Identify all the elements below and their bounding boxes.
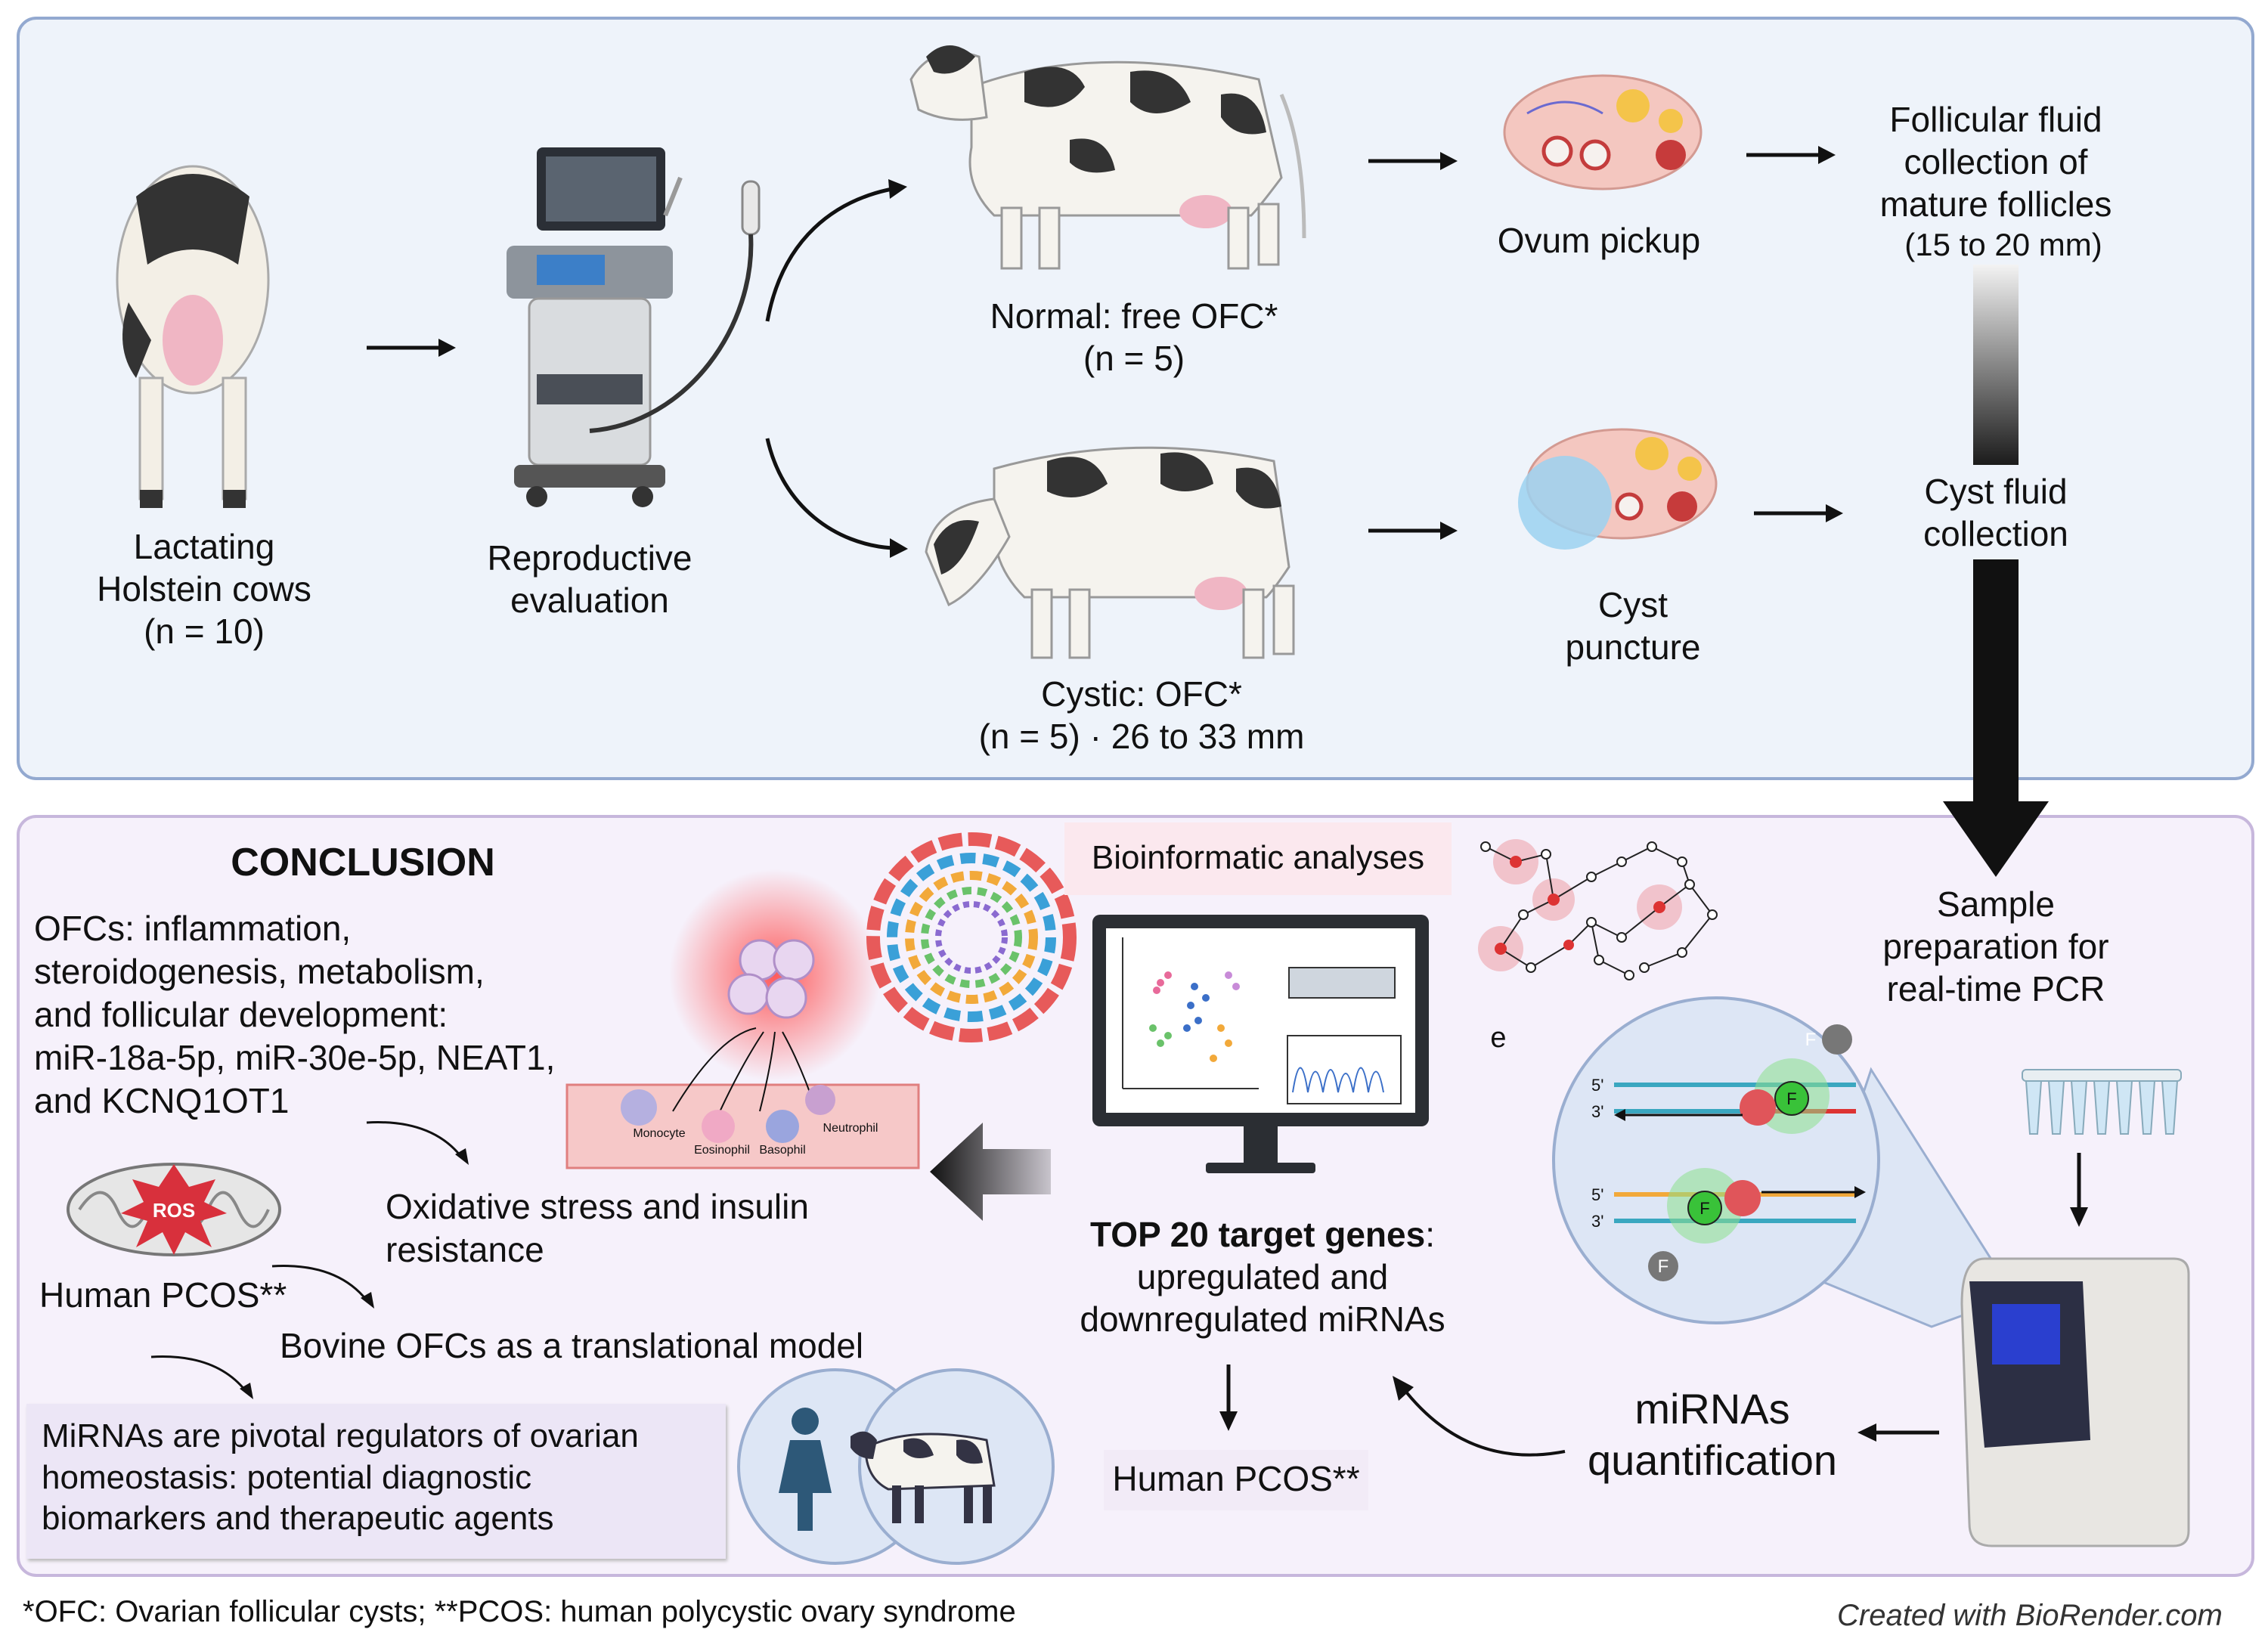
monocyte-label: Monocyte (633, 1127, 686, 1140)
mirnas-box (26, 1404, 726, 1559)
qpcr-machine-icon (1960, 1257, 2190, 1547)
footer-legend: *OFC: Ovarian follicular cysts; **PCOS: … (23, 1595, 1016, 1628)
arrow-cow-to-evaluation (367, 339, 456, 357)
pcr-magnifier-icon: F F F F 5' 3' 5' 3' (1552, 996, 2017, 1328)
svg-text:F: F (1805, 1030, 1817, 1050)
arrow-puncture-to-cyst (1754, 504, 1843, 522)
dna-strand-bottom (1614, 1168, 1866, 1281)
arrow-bovine-to-mirnas (150, 1355, 253, 1399)
human-pcos-left: Human PCOS** (39, 1275, 287, 1315)
bioinformatic-label: Bioinformatic analyses (1091, 839, 1425, 876)
arrow-ovum-to-follicular (1746, 146, 1836, 164)
human-pcos-center: Human PCOS** (1112, 1459, 1360, 1498)
cystic-cow-icon (925, 446, 1295, 659)
arrow-ofcs-to-oxidative (366, 1121, 469, 1165)
svg-text:3': 3' (1591, 1102, 1603, 1121)
normal-cow-icon (909, 45, 1306, 270)
network-icon (1478, 839, 1718, 980)
arrow-to-cystic (765, 438, 908, 558)
svg-text:F: F (1658, 1256, 1669, 1277)
arrow-tubes-to-machine (2070, 1153, 2088, 1227)
normal-label: Normal: free OFC*(n = 5) (990, 296, 1278, 379)
mirnas-text: MiRNAs are pivotal regulators of ovarian… (42, 1417, 639, 1538)
arrow-top20-down (1219, 1364, 1238, 1431)
ultrasound-machine-icon (507, 147, 683, 507)
svg-text:3': 3' (1591, 1212, 1603, 1231)
cystic-ovary-icon (1518, 428, 1718, 550)
cystic-label: Cystic: OFC*(n = 5) · 26 to 33 mm (978, 674, 1305, 757)
conclusion-title: CONCLUSION (231, 841, 495, 884)
cow-rear-icon (116, 165, 270, 508)
arrow-to-normal (765, 179, 907, 322)
biorender-credit: Created with BioRender.com (1837, 1599, 2223, 1632)
stray-letter: e (1490, 1022, 1507, 1054)
ofcs-text: OFCs: inflammation,steroidogenesis, meta… (34, 909, 556, 1121)
arrow-normal-to-ovum (1368, 152, 1458, 170)
big-left-arrow (930, 1123, 1051, 1221)
mitochondrion-icon: ROS (67, 1163, 281, 1256)
ros-label: ROS (153, 1199, 195, 1222)
neutrophil-label: Neutrophil (823, 1122, 878, 1135)
circos-plot-icon (866, 832, 1077, 1042)
dna-strand-top (1614, 1024, 1856, 1134)
svg-text:5': 5' (1591, 1185, 1603, 1204)
pcr-tubes-icon (2022, 1069, 2182, 1135)
ovum-pickup-label: Ovum pickup (1497, 221, 1701, 260)
bioinformatic-box (1064, 822, 1452, 895)
arrow-pcos-to-bovine (271, 1265, 374, 1309)
svg-text:F: F (1786, 1089, 1796, 1108)
arrow-machine-to-quant (1857, 1423, 1939, 1442)
probe-cable-icon (589, 180, 761, 433)
big-down-arrow (1943, 559, 2049, 877)
bovine-model-text: Bovine OFCs as a translational model (280, 1326, 864, 1365)
gradient-connector (1973, 265, 2019, 465)
human-pcos-center-box (1104, 1450, 1368, 1510)
svg-text:F: F (1699, 1199, 1709, 1218)
svg-text:5': 5' (1591, 1076, 1603, 1095)
arrow-quant-to-top20 (1393, 1376, 1566, 1457)
basophil-label: Basophil (759, 1144, 806, 1157)
arrow-cystic-to-puncture (1368, 522, 1458, 540)
human-cow-icon (737, 1368, 1055, 1565)
ovary-icon (1503, 74, 1703, 190)
computer-monitor-icon (1092, 915, 1429, 1173)
blood-vessel-icon (565, 869, 920, 1169)
eosinophil-label: Eosinophil (694, 1144, 750, 1157)
